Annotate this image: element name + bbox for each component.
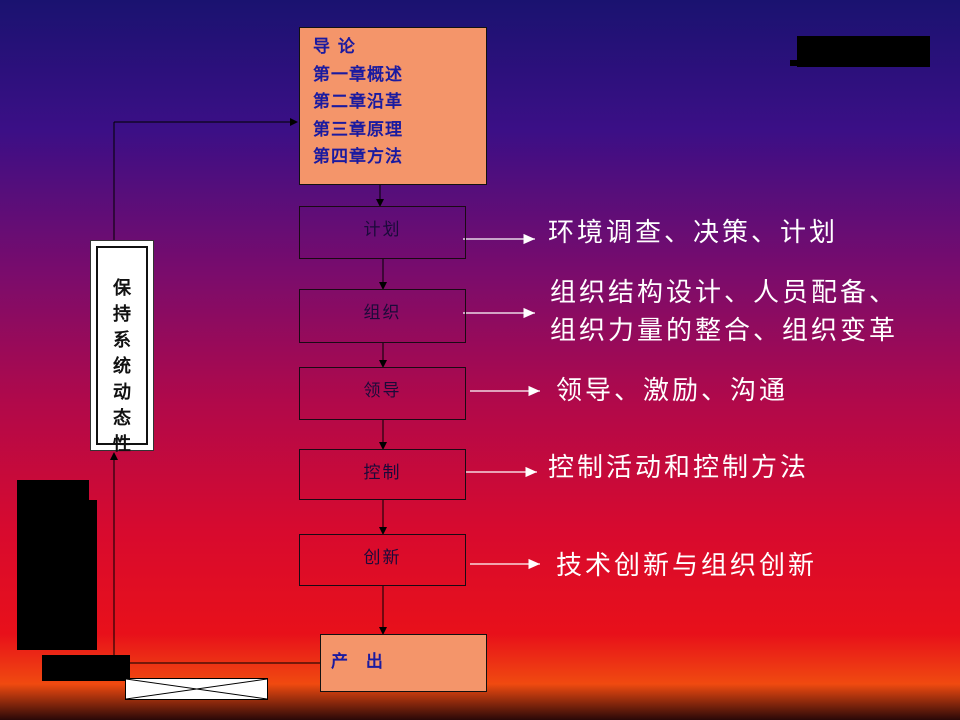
stage-label: 领导: [363, 381, 402, 401]
output-label: 产 出: [331, 652, 389, 672]
label-char: 统: [113, 356, 131, 377]
label-char: 保: [113, 278, 131, 299]
system-dynamics-label: 保 持 系 统 动 态 性: [98, 276, 146, 458]
stage-box-control: 控制: [299, 449, 466, 500]
system-dynamics-inner: 保 持 系 统 动 态 性: [96, 246, 148, 455]
label-char: 持: [113, 304, 131, 325]
stage-label: 控制: [363, 463, 402, 483]
stage-description: 控制活动和控制方法: [548, 449, 809, 487]
decorative-block: [797, 36, 930, 67]
stage-description: 组织结构设计、人员配备、 组织力量的整合、组织变革: [550, 274, 898, 350]
chapter-line: 第三章原理: [313, 119, 403, 140]
label-char: 动: [113, 382, 131, 403]
description-line: 技术创新与组织创新: [556, 551, 818, 581]
stage-box-plan: 计划: [299, 206, 466, 259]
chapter-line: 第二章沿革: [313, 92, 403, 112]
label-char: 态: [113, 408, 131, 429]
label-char: 性: [113, 434, 131, 455]
stage-box-innovate: 创新: [299, 534, 466, 586]
stage-description: 领导、激励、沟通: [556, 372, 788, 410]
description-line: 领导、激励、沟通: [556, 376, 789, 406]
decorative-crossed-box: [125, 678, 268, 700]
description-line: 环境调查、决策、计划: [548, 218, 839, 248]
stage-label: 计划: [363, 220, 402, 240]
decorative-block: [25, 500, 97, 650]
output-box: 产 出: [320, 634, 487, 692]
description-line: 组织结构设计、人员配备、: [550, 278, 899, 308]
stage-description: 环境调查、决策、计划: [548, 214, 838, 252]
description-line: 控制活动和控制方法: [548, 453, 810, 483]
stage-box-organize: 组织: [299, 289, 466, 343]
description-line: 组织力量的整合、组织变革: [550, 316, 899, 346]
stage-description: 技术创新与组织创新: [556, 547, 817, 585]
stage-label: 组织: [363, 303, 402, 323]
stage-box-lead: 领导: [299, 367, 466, 420]
chapter-line: 第一章概述: [313, 64, 403, 85]
system-dynamics-box: 保 持 系 统 动 态 性: [90, 240, 154, 455]
chapter-list-box: 导 论 第一章概述 第二章沿革 第三章原理 第四章方法: [299, 27, 487, 185]
decorative-block: [42, 655, 130, 681]
label-char: 系: [113, 330, 131, 351]
stage-label: 创新: [363, 548, 402, 568]
chapter-line: 导 论: [313, 37, 356, 57]
chapter-line: 第四章方法: [313, 147, 403, 167]
decorative-block: [790, 60, 810, 66]
